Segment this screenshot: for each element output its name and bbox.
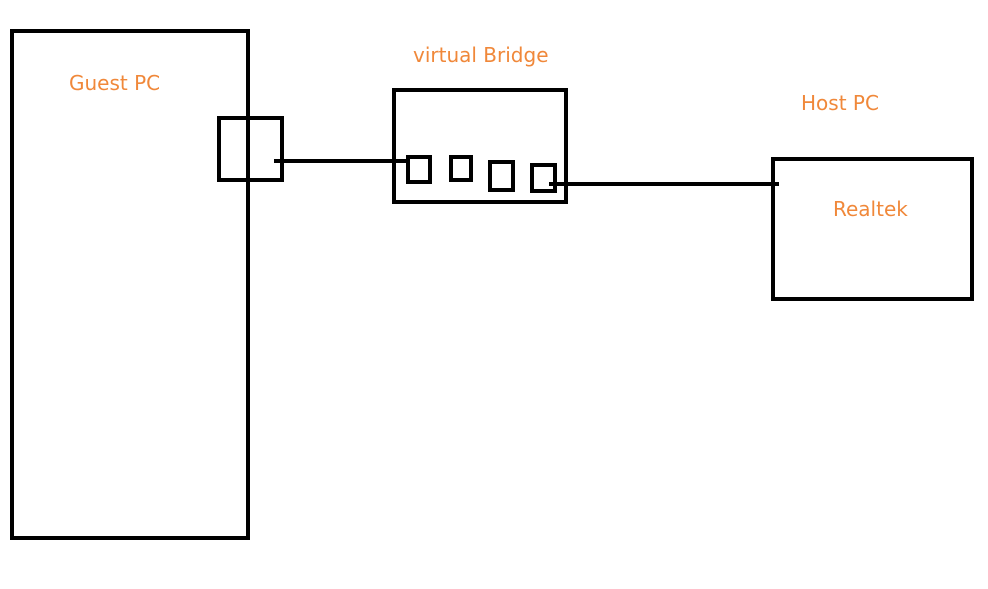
guest-to-bridge-cable xyxy=(274,159,408,163)
virtual-bridge-box xyxy=(392,88,568,204)
virtual-bridge-label: virtual Bridge xyxy=(413,43,549,67)
host-pc-nic-box xyxy=(771,157,974,301)
bridge-port-2 xyxy=(449,155,473,182)
guest-pc-box xyxy=(10,29,250,540)
bridge-port-3 xyxy=(488,160,515,192)
realtek-nic-label: Realtek xyxy=(833,197,908,221)
host-pc-label: Host PC xyxy=(801,91,879,115)
bridge-to-host-cable xyxy=(549,182,779,186)
guest-pc-label: Guest PC xyxy=(69,71,161,95)
guest-pc-nic-port xyxy=(217,116,284,182)
bridge-port-1 xyxy=(406,155,432,184)
bridge-port-4 xyxy=(530,163,557,193)
